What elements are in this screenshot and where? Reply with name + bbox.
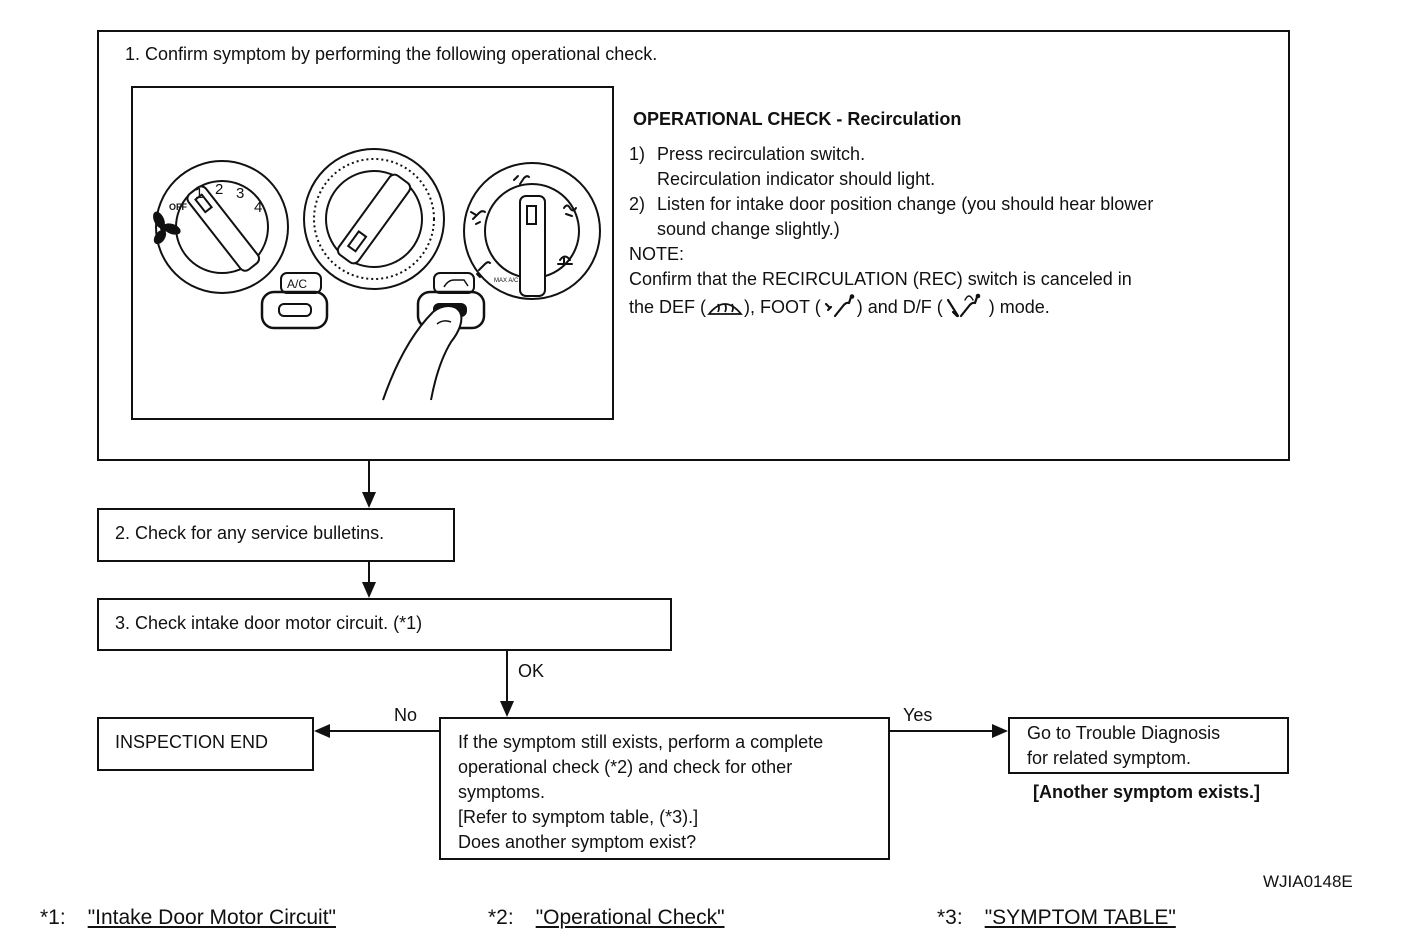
- note-line-1: Confirm that the RECIRCULATION (REC) swi…: [629, 269, 1132, 289]
- control-panel-drawing: OFF 1 2 3 4 A/C MAX A/C: [153, 148, 601, 401]
- question-line-2: operational check (*2) and check for oth…: [458, 757, 793, 777]
- connector-no: [328, 730, 440, 732]
- check-item-1-line1: Press recirculation switch.: [657, 144, 866, 164]
- footnote-3-link[interactable]: "SYMPTOM TABLE": [984, 906, 1176, 929]
- defrost-mode-icon: [557, 255, 573, 265]
- fan-speed-2-label: 2: [215, 181, 223, 198]
- footnote-2-link[interactable]: "Operational Check": [535, 906, 725, 929]
- yes-label: Yes: [903, 705, 933, 725]
- defrost-foot-icon: [946, 293, 981, 318]
- foot-icon: [824, 294, 855, 318]
- check-item-1-num: 1): [629, 144, 646, 164]
- check-item-1-line2: Recirculation indicator should light.: [657, 169, 936, 189]
- footnote-1-mark: *1:: [40, 906, 66, 929]
- arrowhead-down-2: [362, 582, 376, 598]
- note-mode-text: ) mode.: [988, 297, 1050, 317]
- goto-line-1: Go to Trouble Diagnosis: [1027, 723, 1221, 743]
- ok-label: OK: [518, 661, 545, 681]
- inspection-end-box: [97, 717, 314, 771]
- note-def-text: the DEF (: [629, 297, 707, 317]
- fan-off-label: OFF: [169, 202, 187, 212]
- note-df-text: ) and D/F (: [856, 297, 943, 317]
- fan-icon: [153, 211, 181, 245]
- goto-diagnosis-box: [1008, 717, 1289, 774]
- inspection-end-text: INSPECTION END: [115, 732, 269, 752]
- arrowhead-right: [992, 724, 1008, 738]
- temp-dial-ring: [303, 148, 445, 290]
- connector-2-3: [368, 562, 370, 584]
- footnote-1-link[interactable]: "Intake Door Motor Circuit": [87, 906, 337, 929]
- no-label: No: [394, 705, 418, 725]
- step3-text: 3. Check intake door motor circuit. (*1): [115, 613, 423, 633]
- fan-speed-pointer: [186, 185, 261, 272]
- note-foot-text: ), FOOT (: [744, 297, 821, 317]
- bilevel-mode-icon: [470, 210, 486, 225]
- max-ac-label: MAX A/C: [494, 278, 519, 284]
- check-item-2-line2: sound change slightly.): [657, 219, 840, 239]
- note-line-2: the DEF ( ), FOOT ( ) and D/F ( ) mode.: [629, 292, 1050, 320]
- arrowhead-down-3: [500, 701, 514, 717]
- note-label: NOTE:: [629, 244, 685, 264]
- step2-text: 2. Check for any service bulletins.: [115, 523, 385, 543]
- check-item-2-num: 2): [629, 194, 646, 214]
- ac-button-label: A/C: [287, 277, 307, 291]
- connector-yes: [890, 730, 994, 732]
- footnote-1: *1: "Intake Door Motor Circuit": [40, 906, 336, 930]
- step2-box: [97, 508, 455, 562]
- question-line-4: [Refer to symptom table, (*3).]: [458, 807, 699, 827]
- control-panel-illustration: OFF 1 2 3 4 A/C MAX A/C: [131, 86, 614, 420]
- question-line-3: symptoms.: [458, 782, 546, 802]
- temp-pointer: [336, 173, 412, 265]
- question-line-1: If the symptom still exists, perform a c…: [458, 732, 824, 752]
- defrost-foot-mode-icon: [563, 204, 577, 217]
- question-line-5: Does another symptom exist?: [458, 832, 697, 852]
- fan-speed-4-label: 4: [254, 199, 262, 216]
- vent-mode-icon: [513, 175, 530, 185]
- step3-box: [97, 598, 672, 651]
- foot-mode-icon: [476, 261, 491, 278]
- fan-speed-dial-ring: [155, 160, 289, 294]
- arrowhead-left: [314, 724, 330, 738]
- finger-drawing: [382, 305, 463, 401]
- footnote-2-mark: *2:: [488, 906, 514, 929]
- mode-dial-ring: [463, 162, 601, 300]
- ac-button: [260, 290, 329, 330]
- figure-id: WJIA0148E: [1263, 872, 1353, 891]
- fan-speed-3-label: 3: [236, 185, 244, 202]
- step1-title: 1. Confirm symptom by performing the fol…: [125, 44, 658, 64]
- footnote-2: *2: "Operational Check": [488, 906, 725, 930]
- temp-knob: [325, 170, 423, 268]
- operational-check-title: OPERATIONAL CHECK - Recirculation: [633, 109, 962, 129]
- goto-line-2: for related symptom.: [1027, 748, 1192, 768]
- connector-3-question: [506, 651, 508, 703]
- fan-speed-1-label: 1: [195, 185, 203, 202]
- arrowhead-down-1: [362, 492, 376, 508]
- footnote-3-mark: *3:: [937, 906, 963, 929]
- footnote-3: *3: "SYMPTOM TABLE": [937, 906, 1176, 930]
- check-item-2-line1: Listen for intake door position change (…: [657, 194, 1154, 214]
- connector-1-2: [368, 461, 370, 495]
- question-box: [439, 717, 890, 860]
- defrost-icon: [707, 303, 743, 315]
- another-symptom-label: [Another symptom exists.]: [1033, 782, 1261, 802]
